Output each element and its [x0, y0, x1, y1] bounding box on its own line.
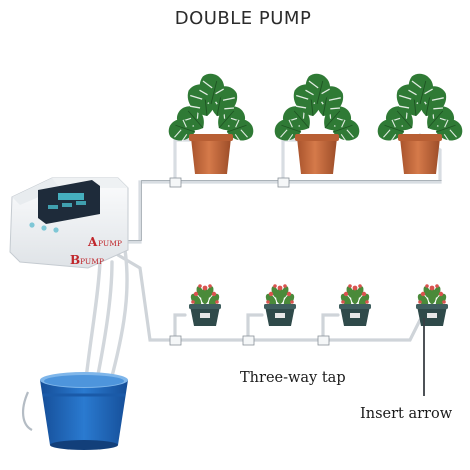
succulent-pot-3: [338, 284, 372, 326]
pump-display-screen: [38, 180, 100, 224]
lower-tubing: [116, 253, 422, 342]
succulent-pot-1: [188, 284, 222, 326]
upper-tee-1: [169, 177, 182, 188]
monstera-pot-2: [274, 74, 360, 174]
succulent-pot-2: [263, 284, 297, 326]
insert-arrow-label: Insert arrow: [360, 406, 453, 422]
title: DOUBLE PUMP: [175, 8, 312, 29]
port-b-letter: B: [70, 253, 80, 267]
three-way-tap-label: Three-way tap: [240, 370, 346, 386]
monstera-pot-1: [168, 74, 254, 174]
double-pump-unit: [9, 177, 129, 269]
succulent-pot-4: [415, 284, 449, 326]
intake-hoses: [83, 248, 129, 394]
port-b-word: PUMP: [80, 257, 104, 266]
port-a-letter: A: [87, 235, 98, 249]
upper-tubing-outline: [125, 180, 442, 241]
water-bucket: [22, 372, 128, 450]
port-b-label: B PUMP: [70, 253, 104, 267]
port-a-label: A PUMP: [87, 235, 122, 249]
monstera-pot-3: [377, 74, 463, 174]
upper-tubing: [123, 133, 442, 244]
three-way-tap: [169, 335, 330, 346]
pump-buttons: [29, 222, 59, 233]
upper-tee-2: [277, 177, 290, 188]
port-a-word: PUMP: [98, 239, 122, 248]
